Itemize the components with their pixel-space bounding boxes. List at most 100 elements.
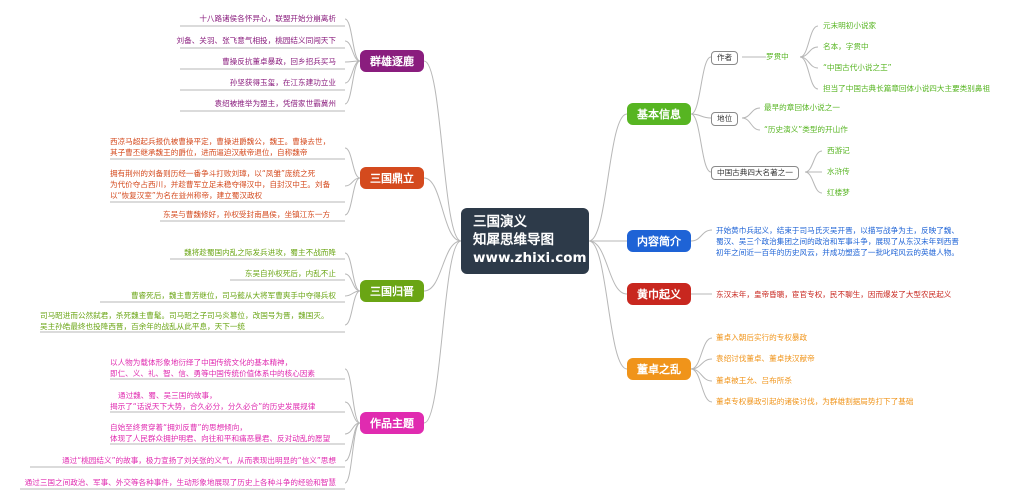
dingli-leaf-1-line-2: 其子曹丕继承魏王的爵位，进而逼迫汉献帝退位，自称魏帝 [110, 148, 308, 157]
dongzhuo-leaf-4[interactable]: 董卓专权暴政引起的诸侯讨伐，为群雄割据局势打下了基础 [716, 397, 914, 406]
jiben-status-node[interactable]: 地位 [711, 112, 739, 126]
connector-author-leaf-1 [799, 25, 819, 58]
jiben-classics-leaf-3[interactable]: 红楼梦 [827, 188, 850, 197]
connector-qunxiong-5 [344, 60, 361, 105]
connector-dongzhuo-1 [690, 337, 713, 370]
dingli-leaf-3-line-1: 东吴与曹魏修好，孙权受封南昌侯，坐镇江东一方 [163, 210, 331, 219]
huangjin-text[interactable]: 东汉末年，皇帝昏聩，宦官专权，民不聊生，因而爆发了大型农民起义 [716, 290, 952, 299]
jiben-classics-leaf-1[interactable]: 西游记 [827, 146, 850, 155]
guijin-leaf-2[interactable]: 东吴自孙权死后，内乱不止 [244, 269, 336, 278]
dingli-leaf-2-line-3: 以“恢复汉室”为名在益州称帝，建立蜀汉政权 [110, 191, 263, 200]
zuopin-leaf-2[interactable]: 通过魏、蜀、吴三国的故事， 揭示了“话说天下大势，合久必分，分久必合”的历史发展… [110, 390, 315, 412]
qunxiong-leaf-2[interactable]: 刘备、关羽、张飞意气相投，桃园结义同闯天下 [176, 36, 336, 45]
connector-neirong-text [690, 229, 713, 242]
connector-author-leaf-2 [799, 46, 819, 58]
connector-dongzhuo-2 [690, 358, 713, 370]
guijin-leaf-3[interactable]: 曹睿死后，魏主曹芳继位，司马懿从大将军曹爽手中夺得兵权 [130, 291, 336, 300]
connector-guijin-1 [344, 252, 361, 292]
jiben-author-leaf-3[interactable]: “中国古代小说之王” [823, 63, 892, 72]
qunxiong-leaf-4[interactable]: 孙坚获得玉玺，在江东建功立业 [229, 78, 336, 87]
jiben-author-leaf-1[interactable]: 元末明初小说家 [823, 21, 877, 30]
zuopin-leaf-3[interactable]: 自始至终贯穿着“拥刘反曹”的思想倾向， 体现了人民群众拥护明君、向往和平和痛恶暴… [110, 422, 330, 444]
central-topic[interactable]: 三国演义 知犀思维导图 www.zhixi.com [461, 208, 589, 274]
connector-classics-leaf-3 [804, 171, 823, 194]
connector-status-leaf-1 [741, 107, 761, 119]
branch-neirong[interactable]: 内容简介 [627, 230, 691, 252]
connector-zuopin-2 [344, 401, 361, 424]
neirong-text-line-1: 开始黄巾兵起义，结束于司马氏灭吴开晋，以描写战争为主，反映了魏、 [716, 226, 959, 235]
connector-center-huangjin [588, 240, 628, 295]
branch-dongzhuo-label: 董卓之乱 [637, 363, 681, 376]
zuopin-leaf-4[interactable]: 通过“桃园结义”的故事，极力宣扬了刘关张的义气，从而表现出明显的“信义”思想 [62, 456, 336, 465]
zuopin-leaf-1[interactable]: 以人物为载体形象地衍绎了中国传统文化的基本精神， 即仁、义、礼、智、信、勇等中国… [110, 357, 315, 379]
branch-qunxiong[interactable]: 群雄逐鹿 [360, 50, 424, 72]
central-topic-url: www.zhixi.com [473, 250, 587, 266]
connector-dongzhuo-4 [690, 368, 713, 403]
jiben-author-leaf-2[interactable]: 名本，字贯中 [823, 42, 869, 51]
connector-status-leaf-2 [741, 117, 761, 131]
dingli-leaf-1-line-1: 西凉马超起兵报仇被曹操平定，曹操进爵魏公，魏王。曹操去世， [110, 137, 331, 146]
branch-jiben[interactable]: 基本信息 [627, 103, 691, 125]
connector-center-guijin [423, 240, 462, 292]
branch-neirong-label: 内容简介 [637, 235, 681, 248]
connector-zuopin-5 [344, 422, 361, 484]
branch-guijin[interactable]: 三国归晋 [360, 280, 424, 302]
branch-guijin-label: 三国归晋 [370, 285, 414, 298]
guijin-leaf-1[interactable]: 魏将趁蜀国内乱之际发兵进攻，蜀主不战而降 [184, 248, 336, 257]
jiben-classics-node[interactable]: 中国古典四大名著之一 [711, 166, 799, 180]
dingli-leaf-1[interactable]: 西凉马超起兵报仇被曹操平定，曹操进爵魏公，魏王。曹操去世， 其子曹丕继承魏王的爵… [110, 136, 330, 158]
branch-dingli[interactable]: 三国鼎立 [360, 167, 424, 189]
connector-author-leaf-4 [799, 56, 819, 90]
branch-zuopin-label: 作品主题 [370, 417, 414, 430]
connector-guijin-4 [344, 290, 361, 326]
qunxiong-leaf-1[interactable]: 十八路诸侯各怀异心，联盟开始分崩离析 [199, 14, 336, 23]
zuopin-leaf-1-line-2: 即仁、义、礼、智、信、勇等中国传统价值体系中的核心因素 [110, 369, 316, 378]
dongzhuo-leaf-1[interactable]: 董卓入朝后实行的专权暴政 [716, 333, 808, 342]
jiben-status-leaf-1[interactable]: 最早的章回体小说之一 [764, 103, 840, 112]
branch-zuopin[interactable]: 作品主题 [360, 412, 424, 434]
connector-center-zuopin [423, 240, 462, 424]
jiben-status-leaf-2[interactable]: “历史演义”类型的开山作 [764, 125, 848, 134]
connector-classics-leaf-1 [804, 150, 823, 173]
neirong-text[interactable]: 开始黄巾兵起义，结束于司马氏灭吴开晋，以描写战争为主，反映了魏、 蜀汉、吴三个政… [716, 225, 959, 258]
zuopin-leaf-2-line-2: 揭示了“话说天下大势，合久必分，分久必合”的历史发展规律 [110, 402, 316, 411]
central-topic-subtitle: 知犀思维导图 [473, 232, 554, 248]
dongzhuo-leaf-2[interactable]: 袁绍讨伐董卓、董卓挟汉献帝 [716, 354, 815, 363]
connector-jiben-status [690, 113, 712, 119]
guijin-leaf-4-line-1: 司马昭进而公然弑君，杀死魏主曹髦。司马昭之子司马炎篡位，改国号为晋，魏国灭。 [40, 311, 329, 320]
connector-center-dongzhuo [588, 240, 628, 370]
jiben-author-name[interactable]: 罗贯中 [766, 52, 789, 61]
branch-huangjin[interactable]: 黄巾起义 [627, 283, 691, 305]
dingli-leaf-2-line-2: 为代价夺占西川，并趁曹军立足未稳夺得汉中，自封汉中王。刘备 [110, 180, 331, 189]
dingli-leaf-2-line-1: 拥有荆州的刘备则历经一番争斗打败刘璋，以“凤雏”庞统之死 [110, 169, 316, 178]
neirong-text-line-2: 蜀汉、吴三个政治集团之间的政治和军事斗争，展现了从东汉末年到西晋 [716, 237, 959, 246]
connector-center-jiben [588, 113, 628, 242]
dongzhuo-leaf-3[interactable]: 董卓被王允、吕布所杀 [716, 376, 792, 385]
branch-jiben-label: 基本信息 [637, 108, 681, 121]
guijin-leaf-4[interactable]: 司马昭进而公然弑君，杀死魏主曹髦。司马昭之子司马炎篡位，改国号为晋，魏国灭。 吴… [40, 310, 329, 332]
connector-zuopin-1 [344, 368, 361, 424]
branch-dingli-label: 三国鼎立 [370, 172, 414, 185]
branch-dongzhuo[interactable]: 董卓之乱 [627, 358, 691, 380]
central-topic-title: 三国演义 [473, 214, 527, 230]
zuopin-leaf-5[interactable]: 通过三国之间政治、军事、外交等各种事件，生动形象地展现了历史上各种斗争的经验和智… [24, 478, 336, 487]
dingli-leaf-3[interactable]: 东吴与曹魏修好，孙权受封南昌侯，坐镇江东一方 [163, 209, 330, 220]
branch-qunxiong-label: 群雄逐鹿 [370, 55, 414, 68]
qunxiong-leaf-5[interactable]: 袁绍被推举为盟主，凭借家世霸冀州 [214, 99, 337, 108]
zuopin-leaf-3-line-1: 自始至终贯穿着“拥刘反曹”的思想倾向， [110, 423, 247, 432]
jiben-classics-leaf-2[interactable]: 水浒传 [827, 167, 850, 176]
jiben-author-node[interactable]: 作者 [711, 51, 739, 65]
zuopin-leaf-2-line-1: 通过魏、蜀、吴三国的故事， [118, 391, 217, 400]
connector-center-qunxiong [423, 60, 462, 242]
dingli-leaf-2[interactable]: 拥有荆州的刘备则历经一番争斗打败刘璋，以“凤雏”庞统之死 为代价夺占西川，并趁曹… [110, 168, 330, 201]
connector-guijin-2 [344, 273, 361, 292]
qunxiong-leaf-3[interactable]: 曹操反抗董卓暴政，回乡招兵买马 [222, 57, 336, 66]
zuopin-leaf-3-line-2: 体现了人民群众拥护明君、向往和平和痛恶暴君、反对动乱的愿望 [110, 434, 331, 443]
connector-jiben-classics [690, 113, 712, 173]
connector-dingli-3 [344, 177, 361, 216]
connector-qunxiong-1 [344, 18, 361, 62]
connector-center-dingli [423, 177, 462, 242]
guijin-leaf-4-line-2: 吴主孙皓最终也投降西晋，百余年的战乱从此平息，天下一统 [40, 322, 246, 331]
jiben-author-leaf-4[interactable]: 担当了中国古典长篇章回体小说四大主要类别鼻祖 [823, 84, 991, 93]
